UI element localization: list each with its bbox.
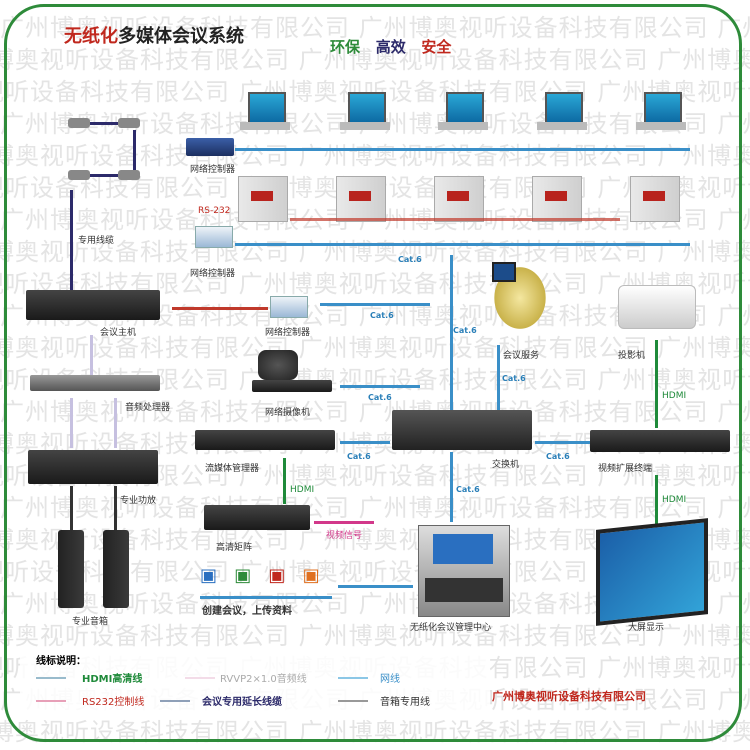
company-name: 广州博奥视听设备科技有限公司 bbox=[492, 690, 646, 703]
legend: 线标说明： HDMI高清线 RVVP2×1.0音频线 网线 RS232控制线 会… bbox=[20, 650, 490, 720]
watermark: 广州博奥视听设备科技有限公司 广州博奥视听设备科技有限公司 广州博奥视听设备科技… bbox=[0, 142, 750, 170]
network-controller-2 bbox=[195, 226, 233, 248]
slogan-eco: 环保 bbox=[330, 38, 361, 56]
label-create: 创建会议，上传资料 bbox=[202, 606, 292, 617]
lift-screen-icon bbox=[238, 176, 288, 222]
watermark: 广州博奥视听设备科技有限公司 广州博奥视听设备科技有限公司 广州博奥视听设备科技… bbox=[0, 14, 750, 42]
legend-swatch bbox=[338, 700, 368, 702]
microphone-icon bbox=[118, 118, 140, 128]
watermark: 广州博奥视听设备科技有限公司 广州博奥视听设备科技有限公司 广州博奥视听设备科技… bbox=[0, 398, 750, 426]
watermark: 广州博奥视听设备科技有限公司 广州博奥视听设备科技有限公司 广州博奥视听设备科技… bbox=[0, 238, 750, 266]
amplifier bbox=[28, 450, 158, 484]
title-part2: 多媒体会议系统 bbox=[118, 26, 244, 47]
label-cat: Cat.6 bbox=[368, 393, 392, 402]
label-extender: 视频扩展终端 bbox=[598, 464, 653, 474]
legend-swatch bbox=[185, 677, 215, 679]
microphone-icon bbox=[68, 118, 90, 128]
label-ctrl2: 网络控制器 bbox=[190, 269, 236, 279]
label-video-signal: 视频信号 bbox=[326, 531, 363, 541]
laptop-icon bbox=[340, 92, 390, 132]
management-console-icon bbox=[418, 525, 510, 617]
laptop-icon bbox=[636, 92, 686, 132]
title-part1: 无纸化 bbox=[64, 26, 118, 47]
label-center: 无纸化会议管理中心 bbox=[410, 623, 492, 633]
legend-swatch bbox=[36, 677, 66, 679]
monitor-icon bbox=[492, 262, 516, 282]
border-frame bbox=[4, 4, 742, 742]
label-amp: 专业功放 bbox=[120, 496, 157, 506]
network-switch bbox=[392, 410, 532, 450]
label-hdmi: HDMI bbox=[662, 391, 687, 401]
slogans: 环保 高效 安全 bbox=[330, 36, 451, 57]
slogan-safe: 安全 bbox=[421, 38, 452, 56]
camera-base bbox=[252, 380, 332, 392]
label-cat: Cat.6 bbox=[502, 374, 526, 383]
conference-host bbox=[26, 290, 160, 320]
file-icons: ▣ ▣ ▣ ▣ bbox=[200, 565, 320, 586]
projector-icon bbox=[618, 285, 696, 329]
label-ctrl3: 网络控制器 bbox=[265, 328, 311, 338]
label-cat: Cat.6 bbox=[456, 485, 480, 494]
watermark: 广州博奥视听设备科技有限公司 广州博奥视听设备科技有限公司 广州博奥视听设备科技… bbox=[0, 494, 750, 522]
slogan-efficient: 高效 bbox=[375, 38, 406, 56]
legend-swatch bbox=[36, 700, 66, 702]
label-cat: Cat.6 bbox=[546, 452, 570, 461]
audio-processor bbox=[30, 375, 160, 391]
watermark: 广州博奥视听设备科技有限公司 广州博奥视听设备科技有限公司 广州博奥视听设备科技… bbox=[0, 46, 750, 74]
powerpoint-icon: ▣ bbox=[302, 565, 320, 586]
label-hdmi: HDMI bbox=[662, 495, 687, 505]
microphone-icon bbox=[68, 170, 90, 180]
watermark: 广州博奥视听设备科技有限公司 广州博奥视听设备科技有限公司 广州博奥视听设备科技… bbox=[0, 622, 750, 650]
legend-item: 网线 bbox=[380, 674, 400, 685]
label-cat: Cat.6 bbox=[453, 326, 477, 335]
label-projector: 投影机 bbox=[618, 351, 646, 361]
label-camera: 网络摄像机 bbox=[265, 408, 311, 418]
video-extender bbox=[590, 430, 730, 452]
label-matrix: 高清矩阵 bbox=[216, 543, 253, 553]
lift-screen-icon bbox=[434, 176, 484, 222]
laptop-icon bbox=[537, 92, 587, 132]
legend-item: 会议专用延长线缆 bbox=[202, 697, 282, 708]
legend-item: HDMI高清线 bbox=[82, 674, 143, 685]
excel-icon: ▣ bbox=[234, 565, 252, 586]
large-display-icon bbox=[596, 518, 708, 626]
lift-screen-icon bbox=[630, 176, 680, 222]
media-manager bbox=[195, 430, 335, 450]
microphone-icon bbox=[118, 170, 140, 180]
pdf-icon: ▣ bbox=[268, 565, 286, 586]
legend-swatch bbox=[160, 700, 190, 702]
document-icon: ▣ bbox=[200, 565, 218, 586]
label-cat: Cat.6 bbox=[398, 255, 422, 264]
speaker-icon bbox=[58, 530, 84, 608]
lift-screen-icon bbox=[336, 176, 386, 222]
lift-screen-icon bbox=[532, 176, 582, 222]
label-cable: 专用线缆 bbox=[78, 236, 115, 246]
laptop-icon bbox=[438, 92, 488, 132]
label-speakers: 专业音箱 bbox=[72, 617, 109, 627]
label-host: 会议主机 bbox=[100, 328, 137, 338]
speaker-icon bbox=[103, 530, 129, 608]
legend-title: 线标说明： bbox=[36, 656, 86, 667]
network-controller-1 bbox=[186, 138, 234, 156]
label-server: 会议服务 bbox=[503, 351, 540, 361]
label-audio-proc: 音频处理器 bbox=[125, 403, 171, 413]
label-media: 流媒体管理器 bbox=[205, 464, 260, 474]
legend-item: RS232控制线 bbox=[82, 697, 145, 708]
label-rs232: RS-232 bbox=[198, 206, 231, 216]
label-ctrl1: 网络控制器 bbox=[190, 165, 236, 175]
hd-matrix bbox=[204, 505, 310, 530]
laptop-icon bbox=[240, 92, 290, 132]
title: 无纸化多媒体会议系统 bbox=[64, 22, 244, 48]
legend-swatch bbox=[338, 677, 368, 679]
legend-item: RVVP2×1.0音频线 bbox=[220, 674, 307, 685]
legend-item: 音箱专用线 bbox=[380, 697, 430, 708]
label-cat: Cat.6 bbox=[347, 452, 371, 461]
label-switch: 交换机 bbox=[492, 460, 520, 470]
watermark: 广州博奥视听设备科技有限公司 广州博奥视听设备科技有限公司 广州博奥视听设备科技… bbox=[0, 334, 750, 362]
label-bigscreen: 大屏显示 bbox=[628, 623, 665, 633]
label-cat: Cat.6 bbox=[370, 311, 394, 320]
network-controller-3 bbox=[270, 296, 308, 318]
camera-icon bbox=[258, 350, 298, 380]
label-hdmi: HDMI bbox=[290, 485, 315, 495]
